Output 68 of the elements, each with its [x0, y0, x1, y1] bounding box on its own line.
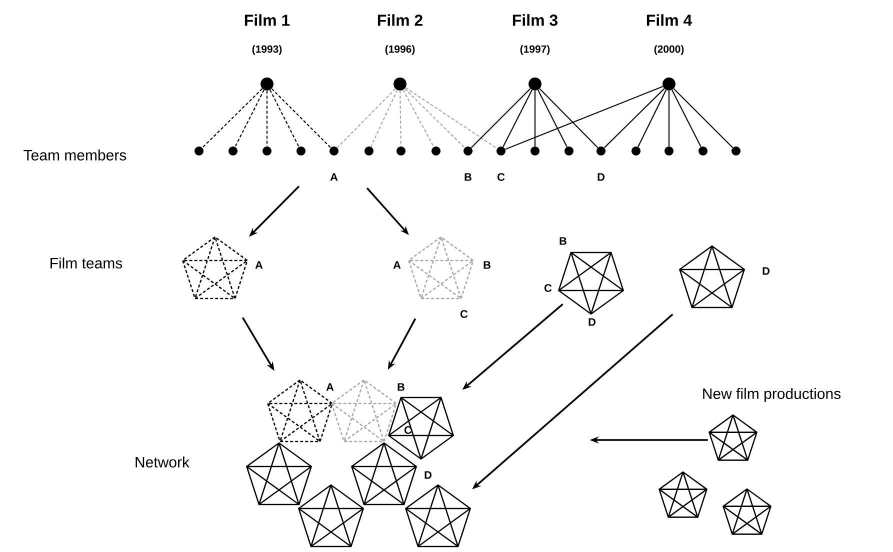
- connector-line: [404, 88, 466, 148]
- team-graph: [722, 488, 772, 535]
- group-heading: New film productions: [703, 388, 841, 402]
- member-dot: [364, 146, 374, 156]
- member-dot: [664, 146, 674, 156]
- film-title: Film 2: [378, 14, 422, 26]
- film-title: (1997): [520, 45, 550, 55]
- member-dot: [432, 146, 440, 156]
- connector-line: [370, 90, 398, 147]
- film-title: Film 4: [646, 14, 692, 26]
- film-title: Film 3: [512, 14, 558, 26]
- vertex-label: B: [482, 260, 492, 270]
- vertex-label: D: [587, 317, 597, 327]
- connector-line: [405, 87, 498, 149]
- team-graph: [708, 414, 758, 461]
- connector-line: [266, 90, 268, 146]
- member-dot: [732, 146, 740, 156]
- connector-line: [400, 90, 402, 146]
- vertex-label: D: [423, 470, 433, 480]
- team-graph: [246, 442, 312, 506]
- vertex-label: A: [392, 260, 402, 270]
- connector-line: [638, 90, 667, 148]
- team-graph: [658, 471, 708, 518]
- connector-line: [534, 90, 536, 146]
- vertex-label: D: [598, 173, 605, 181]
- connector-line: [538, 90, 568, 148]
- team-graph: [350, 442, 417, 506]
- film-title: Film 1: [244, 14, 290, 26]
- connector-line: [505, 86, 663, 150]
- connector-line: [502, 90, 532, 148]
- film-title: (2000): [654, 45, 684, 55]
- row-label: Network: [136, 456, 190, 468]
- row-label: Film teams: [50, 258, 122, 268]
- member-dot: [262, 146, 272, 156]
- vertex-label: A: [325, 382, 335, 392]
- vertex-label: C: [498, 173, 505, 181]
- connector-line: [202, 88, 263, 148]
- member-dot: [564, 146, 574, 156]
- connector-line: [668, 90, 670, 146]
- team-graph: [298, 484, 364, 548]
- vertex-label: C: [459, 309, 469, 319]
- vertex-label: A: [254, 260, 264, 270]
- connector-line: [673, 88, 734, 148]
- film-title: (1996): [385, 45, 415, 55]
- connector-line: [539, 88, 598, 148]
- vertex-label: B: [558, 236, 568, 246]
- connector-line: [402, 90, 434, 148]
- vertex-label: A: [330, 173, 338, 181]
- row-label: Team members: [24, 150, 126, 160]
- member-dot: [194, 146, 204, 156]
- member-dot: [530, 146, 540, 156]
- member-dot: [396, 146, 406, 156]
- member-dot: [698, 146, 708, 156]
- vertex-label: C: [543, 283, 553, 293]
- member-dot: [632, 146, 640, 156]
- member-dot: [296, 146, 306, 156]
- connector-line: [271, 88, 332, 148]
- connector-line: [234, 90, 264, 148]
- vertex-label: B: [464, 173, 472, 181]
- vertex-label: D: [761, 266, 771, 276]
- member-dot: [228, 146, 238, 156]
- connector-line: [470, 88, 531, 148]
- vertex-label: B: [396, 382, 406, 392]
- connector-line: [604, 88, 665, 148]
- connector-line: [336, 88, 396, 148]
- connector-line: [270, 90, 300, 148]
- connector-line: [672, 90, 702, 148]
- film-title: (1993): [252, 45, 282, 55]
